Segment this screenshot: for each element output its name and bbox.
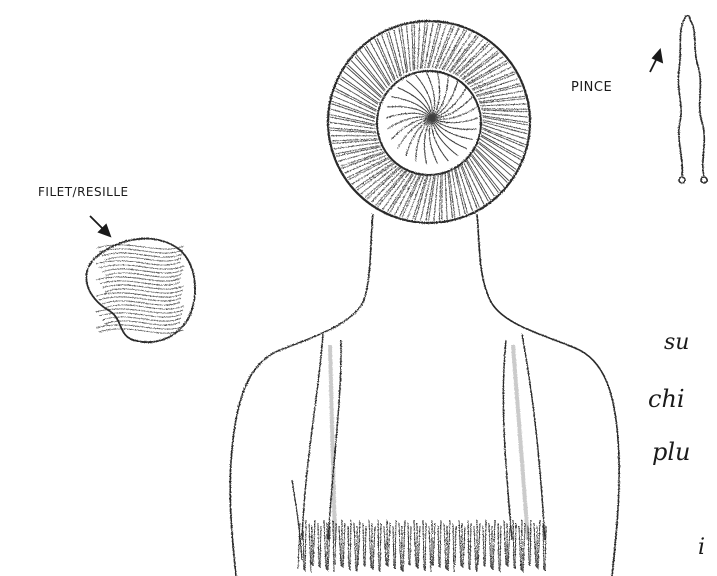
edge-text-line-2: chi	[648, 385, 685, 413]
hair-bun	[328, 21, 530, 223]
top-straps	[302, 334, 545, 540]
edge-text-line-4: i	[698, 535, 705, 560]
edge-text-line-1: su	[664, 330, 689, 355]
edge-text-line-3: plu	[652, 438, 691, 466]
back-figure	[230, 214, 619, 576]
hair-pin-item	[678, 16, 707, 184]
filet-resille-label: FILET/RESILLE	[38, 185, 129, 199]
arrow-pince-icon	[650, 50, 662, 72]
hair-net-item	[86, 239, 195, 342]
pince-label: PINCE	[571, 80, 612, 95]
arrow-filet-icon	[90, 216, 110, 236]
